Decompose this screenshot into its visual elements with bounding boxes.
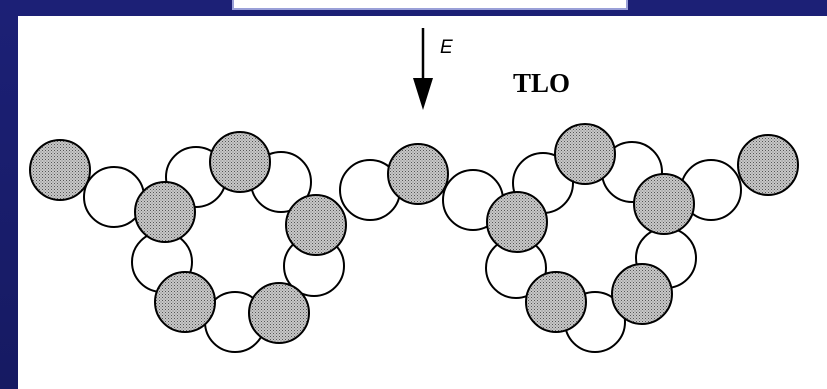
shaded-atom: [525, 271, 587, 333]
shaded-atom: [209, 131, 271, 193]
shaded-atom: [134, 181, 196, 243]
shaded-atom: [633, 173, 695, 235]
field-arrow: [413, 28, 433, 110]
shaded-atom: [737, 134, 799, 196]
shaded-atom: [387, 143, 449, 205]
title-tab: [232, 0, 628, 10]
field-label: E: [440, 37, 453, 58]
shaded-atom: [285, 194, 347, 256]
structure-label: TLO: [513, 68, 570, 98]
shaded-atom: [611, 263, 673, 325]
shaded-atom: [154, 271, 216, 333]
shaded-atom: [554, 123, 616, 185]
shaded-atom: [29, 139, 91, 201]
shaded-atom: [486, 191, 548, 253]
shaded-atom: [248, 282, 310, 344]
